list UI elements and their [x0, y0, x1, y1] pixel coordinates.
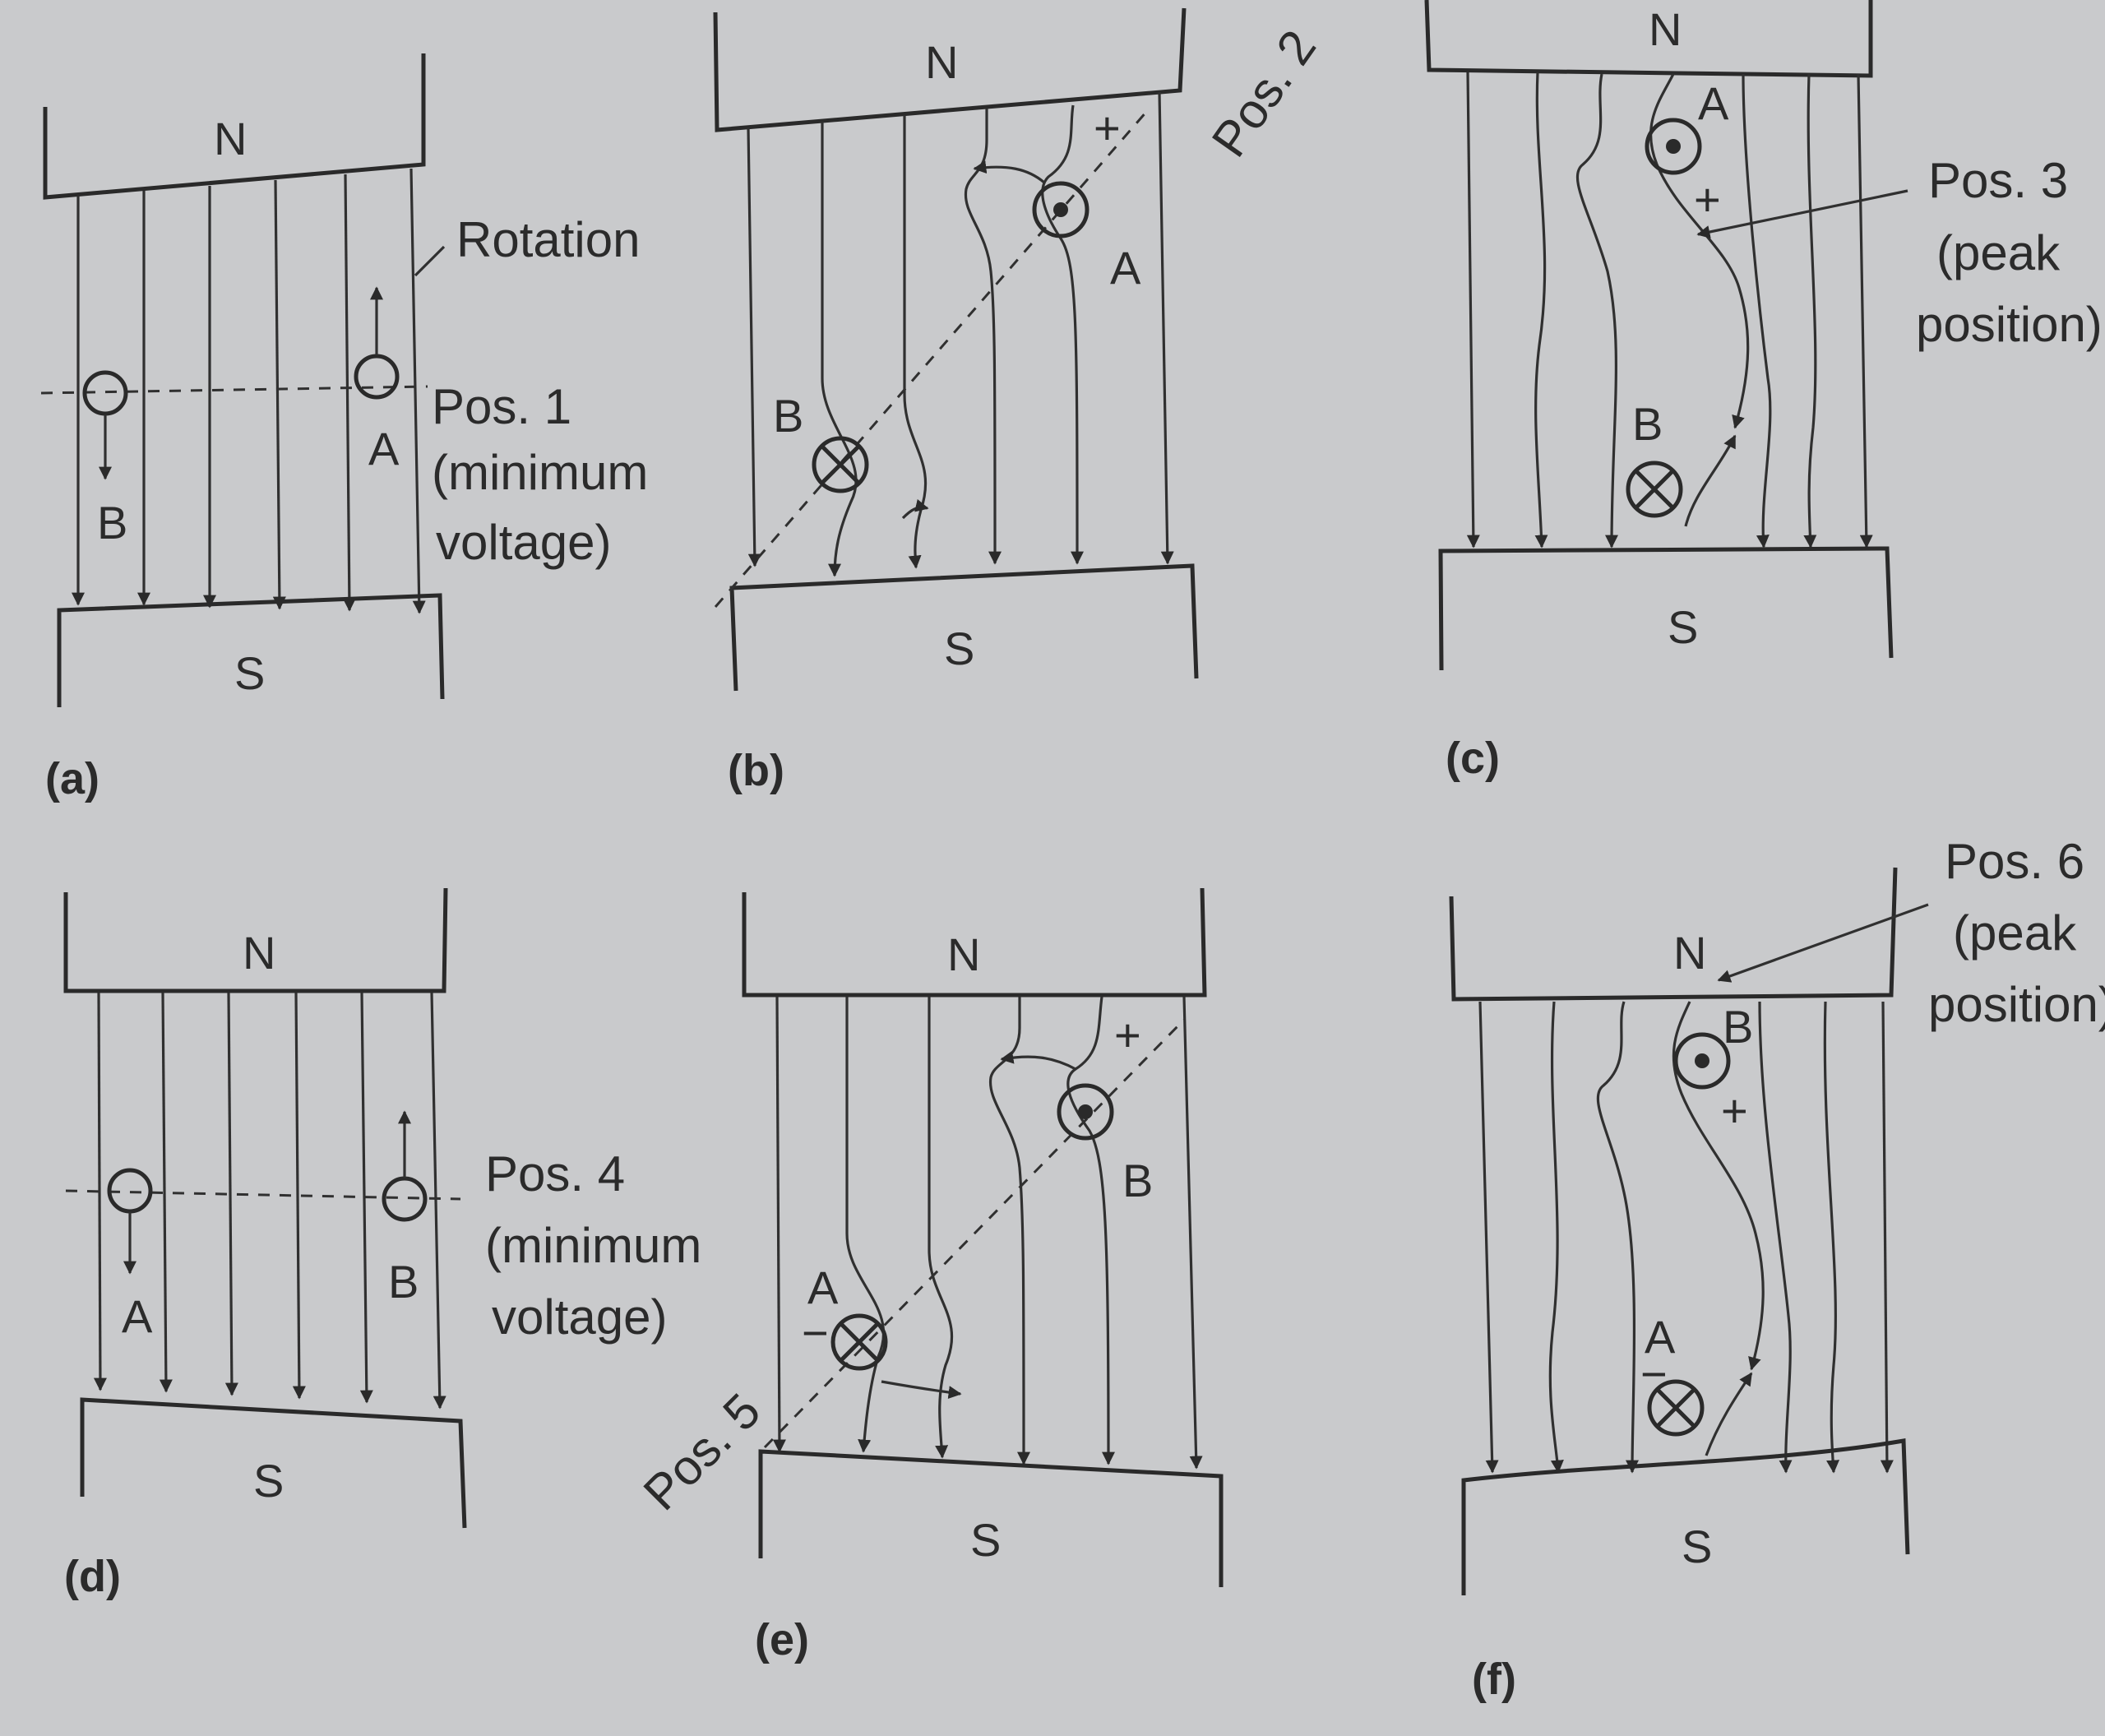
pos-label: Pos. 4 [485, 1146, 625, 1201]
pos-label: Pos. 6 [1945, 834, 2084, 889]
pos-note: (peak [1953, 905, 2077, 961]
conductor-b-in [812, 436, 869, 493]
field-lines [72, 168, 426, 614]
pos-label: Pos. 1 [432, 379, 571, 434]
south-label: S [944, 623, 974, 674]
north-label: N [1673, 927, 1706, 979]
minus-sign: − [802, 1307, 829, 1359]
panel-caption: (a) [45, 754, 99, 803]
conductor-b-label: B [1723, 1001, 1753, 1053]
conductor-a-label: A [1645, 1311, 1676, 1363]
pos-note-2: voltage) [492, 1289, 667, 1345]
field-lines [93, 992, 446, 1410]
south-label: S [970, 1514, 1001, 1566]
north-label: N [925, 36, 958, 88]
conductor-b [82, 370, 128, 416]
panel-d: N S A B Pos. 4 (minimum voltage) (d) [63, 887, 701, 1601]
conductor-a-out [1645, 118, 1702, 175]
north-label: N [1649, 3, 1682, 55]
pos-label: Pos. 2 [1201, 21, 1326, 167]
conductor-b [382, 1176, 428, 1222]
conductor-b-label: B [1122, 1155, 1153, 1206]
south-pole [729, 563, 1199, 692]
pos-note-2: position) [1928, 977, 2105, 1032]
conductor-b-label: B [773, 390, 803, 442]
conductor-a-in [830, 1313, 888, 1371]
field-lines [1478, 1001, 1894, 1474]
pos-note-2: position) [1916, 297, 2103, 352]
conductor-a [107, 1168, 153, 1214]
conductor-b-label: B [97, 497, 127, 549]
rotation-label: Rotation [456, 212, 640, 267]
south-pole [57, 593, 445, 707]
panel-caption: (b) [728, 746, 784, 795]
conductor-b-in [1626, 461, 1683, 518]
panel-c: N S A + B Pos. 3 (peak position) (c) [1424, 0, 2103, 783]
minus-sign: − [1640, 1348, 1668, 1400]
plus-sign: + [1694, 174, 1721, 225]
pos-note-2: voltage) [436, 515, 611, 570]
conductor-b-out [1673, 1032, 1731, 1090]
panel-caption: (d) [64, 1552, 121, 1601]
panel-caption: (e) [755, 1615, 809, 1664]
north-pole [43, 53, 426, 200]
pos-note: (minimum [485, 1218, 701, 1273]
field-lines [747, 91, 1174, 577]
pos-label: Pos. 3 [1928, 153, 2068, 208]
field-lines [1466, 72, 1873, 549]
south-pole [1461, 1438, 1910, 1595]
north-label: N [947, 928, 980, 980]
north-pole [63, 887, 448, 993]
north-label: N [243, 927, 275, 979]
conductor-a-out [1032, 181, 1090, 238]
panel-f: N S B + A − Pos. 6 (peak position) (f) [1449, 834, 2105, 1704]
south-pole [80, 1397, 467, 1529]
conductor-b-out [1057, 1083, 1114, 1141]
north-label: N [214, 113, 247, 164]
conductor-a [354, 354, 400, 400]
conductor-a-label: A [1698, 77, 1729, 129]
conductor-b-label: B [1632, 398, 1663, 450]
south-pole [758, 1449, 1224, 1587]
south-label: S [1682, 1521, 1712, 1572]
conductor-a-label: A [122, 1290, 153, 1342]
field-lines [772, 996, 1203, 1470]
pos-note: (peak [1936, 225, 2061, 280]
north-pole [713, 7, 1187, 132]
conductor-a-label: A [368, 423, 400, 475]
south-label: S [1668, 601, 1698, 653]
panel-b: N S A + B Pos. 2 (b) [713, 7, 1326, 795]
plus-sign: + [1094, 102, 1121, 154]
pos-note: (minimum [432, 445, 648, 500]
conductor-a-in [1647, 1379, 1705, 1437]
north-pole [1449, 867, 1898, 1002]
panel-a: N S B A Rotation Pos. 1 (minimum voltage… [40, 53, 648, 803]
south-label: S [253, 1455, 284, 1507]
south-label: S [234, 647, 265, 699]
pos-label: Pos. 5 [633, 1383, 771, 1521]
plus-sign: + [1721, 1085, 1748, 1137]
conductor-a-label: A [1110, 242, 1141, 294]
panel-caption: (c) [1446, 734, 1500, 783]
north-pole [742, 887, 1207, 998]
panel-e: N S B + A − Pos. 5 (e) [633, 887, 1224, 1664]
plus-sign: + [1114, 1009, 1141, 1061]
north-pole [1424, 0, 1873, 78]
panel-caption: (f) [1472, 1655, 1516, 1704]
south-pole [1438, 546, 1894, 671]
conductor-a-label: A [807, 1261, 839, 1313]
conductor-b-label: B [388, 1256, 419, 1308]
